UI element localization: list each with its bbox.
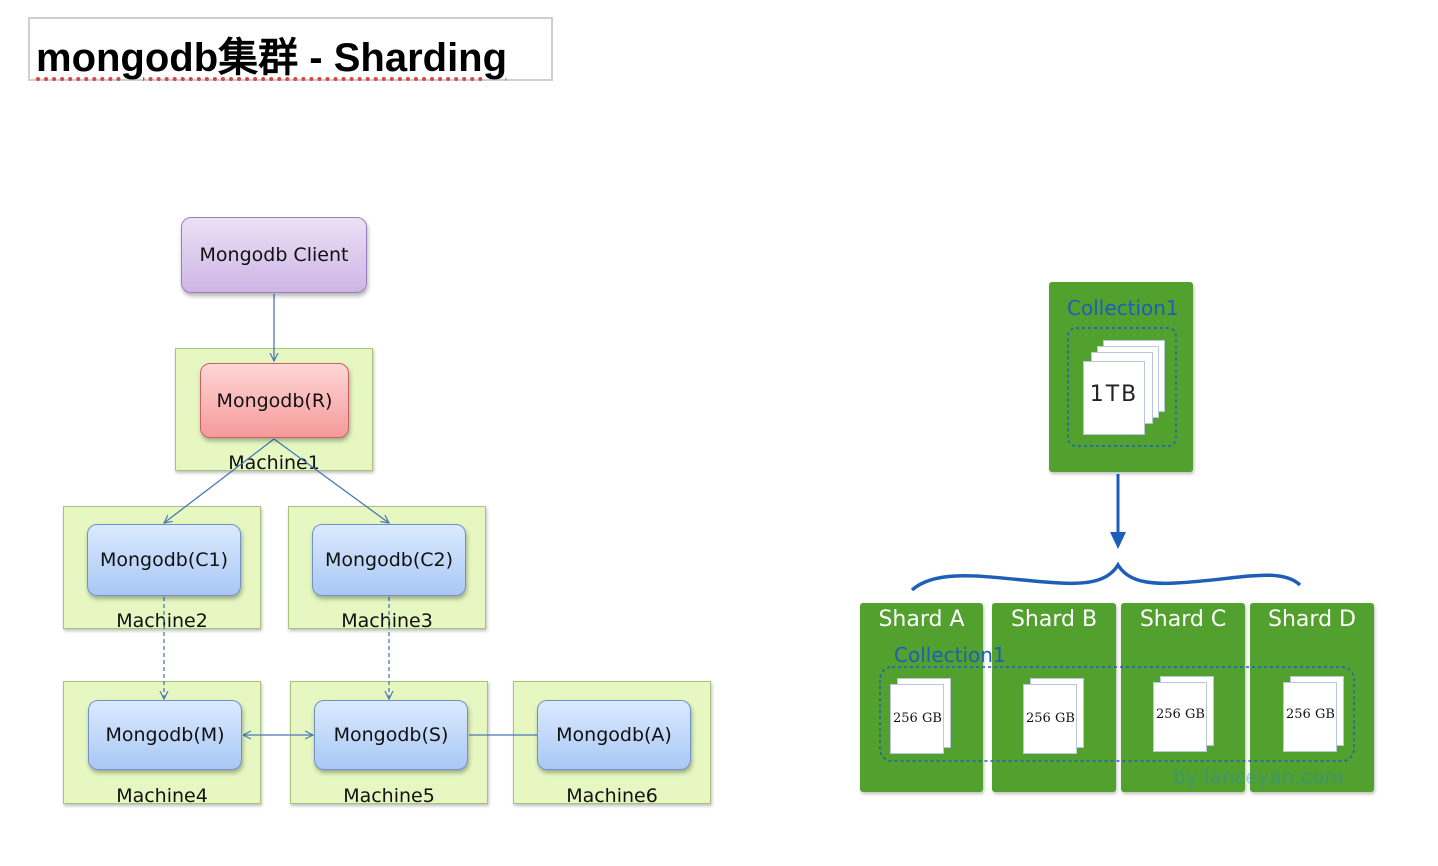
- mongodb-config1-node: Mongodb(C1): [87, 524, 241, 596]
- brace-curve: [910, 561, 1302, 592]
- chunk-d-label: 256 GB: [1286, 707, 1335, 722]
- collection-label: Collection1: [1067, 296, 1179, 320]
- chunk-c-front: 256 GB: [1153, 682, 1207, 752]
- mongodb-client-node: Mongodb Client: [181, 217, 367, 293]
- shard-b-title: Shard B: [1010, 607, 1098, 632]
- shard-collection-label: Collection1: [894, 643, 1006, 667]
- machine4-label: Machine4: [116, 785, 208, 807]
- arrow-head: [1110, 532, 1126, 549]
- chunk-a-label: 256 GB: [893, 711, 942, 726]
- watermark: by lanceyan.com: [1173, 765, 1344, 789]
- mongodb-config2-node: Mongodb(C2): [312, 524, 466, 596]
- shard-collection-dashed-frame: [879, 666, 1355, 762]
- chunk-c-label: 256 GB: [1156, 707, 1205, 722]
- page-title: mongodb集群 - Sharding: [36, 36, 508, 80]
- chunk-b-front: 256 GB: [1023, 684, 1077, 754]
- machine2-label: Machine2: [116, 610, 208, 632]
- shard-d-title: Shard D: [1268, 607, 1356, 632]
- mongodb-slave-node: Mongodb(S): [314, 700, 468, 770]
- mongodb-master-node: Mongodb(M): [88, 700, 242, 770]
- mongodb-router-node: Mongodb(R): [200, 363, 349, 438]
- shard-c-title: Shard C: [1139, 607, 1227, 632]
- collection-dashed-frame: [1067, 327, 1177, 447]
- machine3-label: Machine3: [341, 610, 433, 632]
- router-to-c1-arrow: [164, 438, 275, 523]
- machine5-label: Machine5: [343, 785, 435, 807]
- chunk-d-front: 256 GB: [1283, 682, 1337, 752]
- collection-size-label: 1TB: [1089, 382, 1139, 407]
- tb-page-front: 1TB: [1083, 361, 1145, 435]
- router-to-c2-arrow: [273, 438, 389, 523]
- chunk-b-label: 256 GB: [1026, 711, 1075, 726]
- title-box: mongodb集群 - Sharding: [28, 17, 553, 81]
- machine1-label: Machine1: [228, 452, 320, 474]
- machine6-label: Machine6: [566, 785, 658, 807]
- chunk-a-front: 256 GB: [890, 684, 944, 754]
- shard-a-title: Shard A: [878, 607, 965, 632]
- mongodb-arbiter-node: Mongodb(A): [537, 700, 691, 770]
